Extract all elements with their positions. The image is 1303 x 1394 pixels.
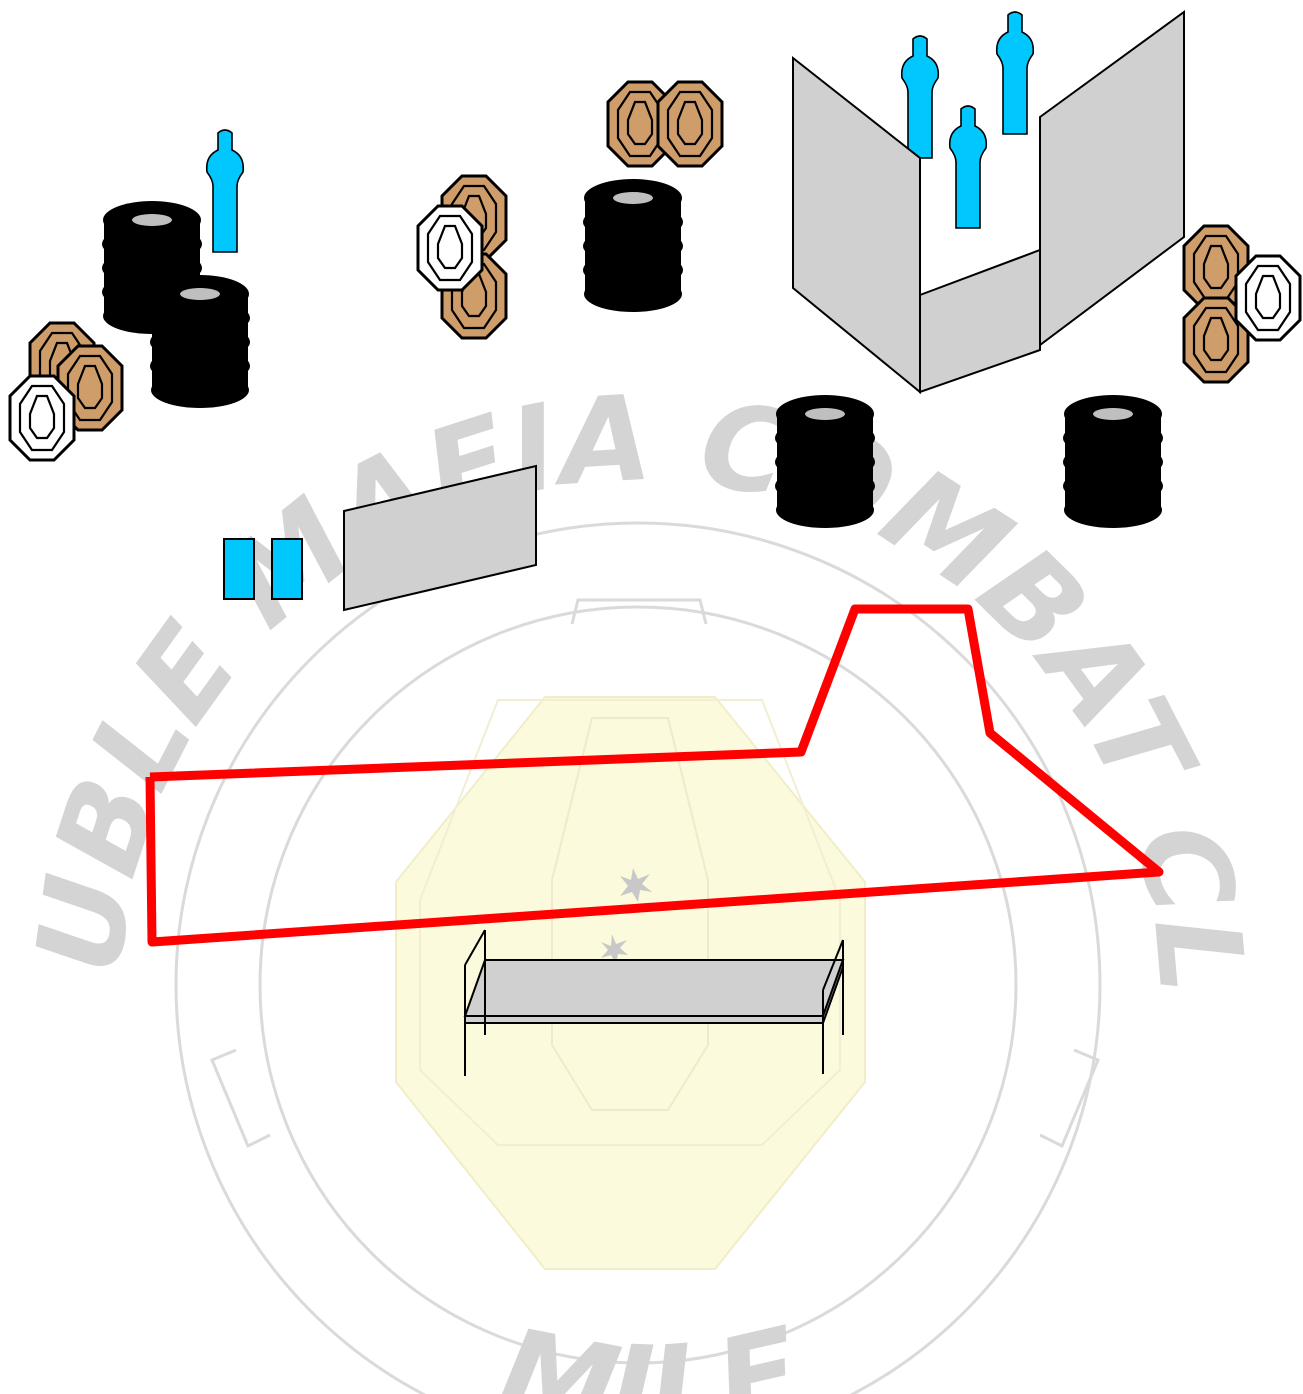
tire-stack-icon bbox=[583, 179, 683, 312]
barricade-wall-icon bbox=[919, 248, 1041, 394]
tire-stack-icon bbox=[1063, 395, 1163, 528]
bullet-hole-icon bbox=[620, 868, 652, 902]
bay-left bbox=[8, 129, 250, 462]
no-shoot-silhouette-icon bbox=[205, 129, 245, 253]
table-icon bbox=[463, 929, 845, 1076]
ipsc-target-icon bbox=[656, 80, 724, 168]
barricade-wall-icon bbox=[343, 464, 537, 612]
no-shoot-panel-icon bbox=[271, 538, 303, 600]
ipsc-target-icon bbox=[416, 204, 484, 292]
shooting-area-fault-line bbox=[145, 604, 1164, 947]
bullet-hole-icon bbox=[601, 934, 628, 964]
ipsc-target-icon bbox=[1234, 254, 1302, 342]
bay-right bbox=[775, 10, 1302, 528]
no-shoot-silhouette-icon bbox=[995, 11, 1035, 135]
tire-stack-icon bbox=[775, 395, 875, 528]
no-shoot-panel-icon bbox=[223, 538, 255, 600]
watermark-bottom-text: MILE bbox=[488, 1300, 813, 1394]
barricade-wall-icon bbox=[1039, 10, 1185, 347]
no-shoot-silhouette-icon bbox=[900, 35, 940, 159]
barricade-wall-icon bbox=[792, 55, 921, 395]
no-shoot-silhouette-icon bbox=[948, 105, 988, 229]
ipsc-target-icon bbox=[8, 374, 76, 462]
bay-center bbox=[416, 80, 724, 340]
tire-stack-icon bbox=[150, 275, 250, 408]
